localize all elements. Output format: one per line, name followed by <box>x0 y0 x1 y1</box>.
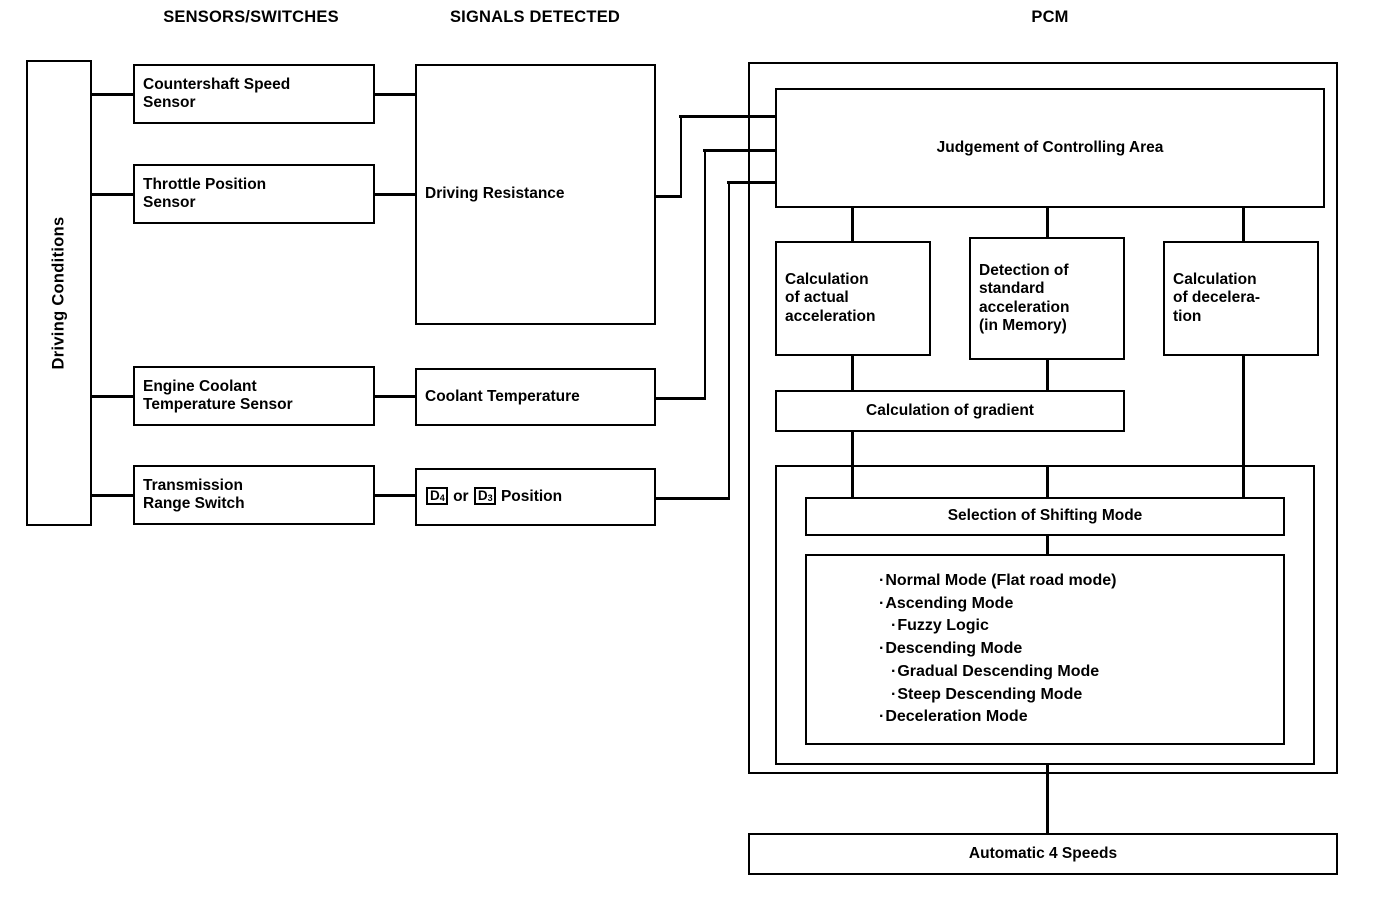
connector-dc-to-sensor-4 <box>92 494 135 497</box>
heading-signals-detected: SIGNALS DETECTED <box>449 8 621 26</box>
connector-sensor4-to-position <box>375 494 417 497</box>
pcm-calculation-of-gradient: Calculation of gradient <box>775 390 1125 432</box>
connector-detect-standard-to-gradient <box>1046 360 1049 390</box>
sensor-3-line1: Engine Coolant <box>143 377 257 395</box>
calc-actual-line3: acceleration <box>785 307 876 325</box>
sensor-countershaft-speed-sensor: Countershaft Speed Sensor <box>133 64 375 124</box>
calc-actual-line2: of actual <box>785 289 849 307</box>
sensor-2-line2: Sensor <box>143 194 196 211</box>
connector-frame-stub-left <box>851 465 854 497</box>
mode-item: Gradual Descending Mode <box>807 661 1283 684</box>
connector-calc-decel-to-shifting-frame <box>1242 356 1245 466</box>
heading-sensors-switches: SENSORS/SWITCHES <box>163 8 339 26</box>
signal-driving-resistance-label: Driving Resistance <box>425 185 565 203</box>
detect-standard-line4: (in Memory) <box>979 316 1067 334</box>
connector-b-h2 <box>703 149 775 152</box>
connector-b-h1 <box>656 397 706 400</box>
connector-frame-stub-center <box>1046 465 1049 497</box>
pcm-calculation-of-deceleration: Calculation of decelera- tion <box>1163 241 1319 356</box>
pcm-calculation-of-actual-acceleration: Calculation of actual acceleration <box>775 241 931 356</box>
sensor-2-line1: Throttle Position <box>143 175 267 193</box>
connector-b-v <box>703 149 706 399</box>
calc-decel-line2: of decelera- <box>1173 289 1261 307</box>
calc-actual-line1: Calculation <box>785 271 869 289</box>
connector-c-v <box>727 181 730 499</box>
sensor-engine-coolant-temperature-sensor: Engine Coolant Temperature Sensor <box>133 366 375 426</box>
driving-conditions-label: Driving Conditions <box>49 216 68 370</box>
output-automatic-4-speeds: Automatic 4 Speeds <box>748 833 1338 875</box>
d3-glyph: D3 <box>473 487 496 505</box>
connector-frame-stub-right <box>1242 465 1245 497</box>
sensor-throttle-position-sensor: Throttle Position Sensor <box>133 164 375 224</box>
mode-item: Deceleration Mode <box>807 706 1283 729</box>
sensor-transmission-range-switch: Transmission Range Switch <box>133 465 375 525</box>
detect-standard-line1: Detection of <box>979 261 1069 279</box>
connector-gradient-to-shifting-frame <box>851 432 854 466</box>
d4-glyph: D4 <box>426 487 448 505</box>
signal-coolant-temperature: Coolant Temperature <box>415 368 656 426</box>
connector-selection-to-modes <box>1046 536 1049 554</box>
connector-c-h1 <box>656 497 730 500</box>
pcm-shifting-mode-frame <box>775 465 1315 765</box>
connector-calc-actual-to-gradient <box>851 356 854 390</box>
calc-decel-line3: tion <box>1173 307 1202 325</box>
connector-dc-to-sensor-3 <box>92 395 135 398</box>
connector-dc-to-sensor-1 <box>92 93 135 96</box>
calc-decel-line1: Calculation <box>1173 271 1257 289</box>
signal-position-label: D4 or D3 Position <box>425 487 562 506</box>
position-or-text: or <box>448 488 473 506</box>
connector-c-h2 <box>727 181 775 184</box>
connector-pcm-to-output <box>1046 765 1049 833</box>
signal-driving-resistance: Driving Resistance <box>415 64 656 325</box>
connector-a-h2 <box>679 115 775 118</box>
mode-item: Ascending Mode <box>807 593 1283 616</box>
mode-item: Descending Mode <box>807 638 1283 661</box>
connector-a-v <box>679 115 682 197</box>
sensor-4-line1: Transmission <box>143 476 243 494</box>
connector-a-h1 <box>656 195 682 198</box>
driving-conditions-box: Driving Conditions <box>26 60 92 526</box>
mode-item: Fuzzy Logic <box>807 615 1283 638</box>
connector-judgement-to-detect-standard <box>1046 208 1049 241</box>
pcm-judgement-label: Judgement of Controlling Area <box>936 138 1164 156</box>
sensor-1-line1: Countershaft Speed <box>143 75 291 93</box>
sensor-4-line2: Range Switch <box>143 495 245 512</box>
mode-item: Steep Descending Mode <box>807 684 1283 707</box>
connector-sensor2-to-driving-resistance <box>375 193 417 196</box>
mode-list-items: Normal Mode (Flat road mode) Ascending M… <box>807 570 1283 729</box>
pcm-calc-gradient-label: Calculation of gradient <box>866 401 1034 419</box>
connector-sensor3-to-coolant-temp <box>375 395 417 398</box>
position-suffix-text: Position <box>496 488 563 506</box>
pcm-detection-of-standard-acceleration: Detection of standard acceleration (in M… <box>969 237 1125 360</box>
signal-coolant-temperature-label: Coolant Temperature <box>425 387 580 405</box>
output-label: Automatic 4 Speeds <box>968 844 1118 862</box>
connector-judgement-to-calc-actual <box>851 208 854 241</box>
signal-d4-or-d3-position: D4 or D3 Position <box>415 468 656 526</box>
mode-item: Normal Mode (Flat road mode) <box>807 570 1283 593</box>
sensor-3-line2: Temperature Sensor <box>143 396 293 413</box>
detect-standard-line3: acceleration <box>979 298 1070 316</box>
detect-standard-line2: standard <box>979 280 1045 298</box>
connector-dc-to-sensor-2 <box>92 193 135 196</box>
pcm-selection-label: Selection of Shifting Mode <box>947 507 1143 525</box>
pcm-outer-frame <box>748 62 1338 774</box>
pcm-judgement-of-controlling-area: Judgement of Controlling Area <box>775 88 1325 208</box>
heading-pcm: PCM <box>1031 8 1069 26</box>
pcm-selection-of-shifting-mode: Selection of Shifting Mode <box>805 497 1285 536</box>
connector-sensor1-to-driving-resistance <box>375 93 417 96</box>
sensor-1-line2: Sensor <box>143 94 196 111</box>
pcm-shifting-mode-list: Normal Mode (Flat road mode) Ascending M… <box>805 554 1285 745</box>
connector-judgement-to-calc-decel <box>1242 208 1245 241</box>
